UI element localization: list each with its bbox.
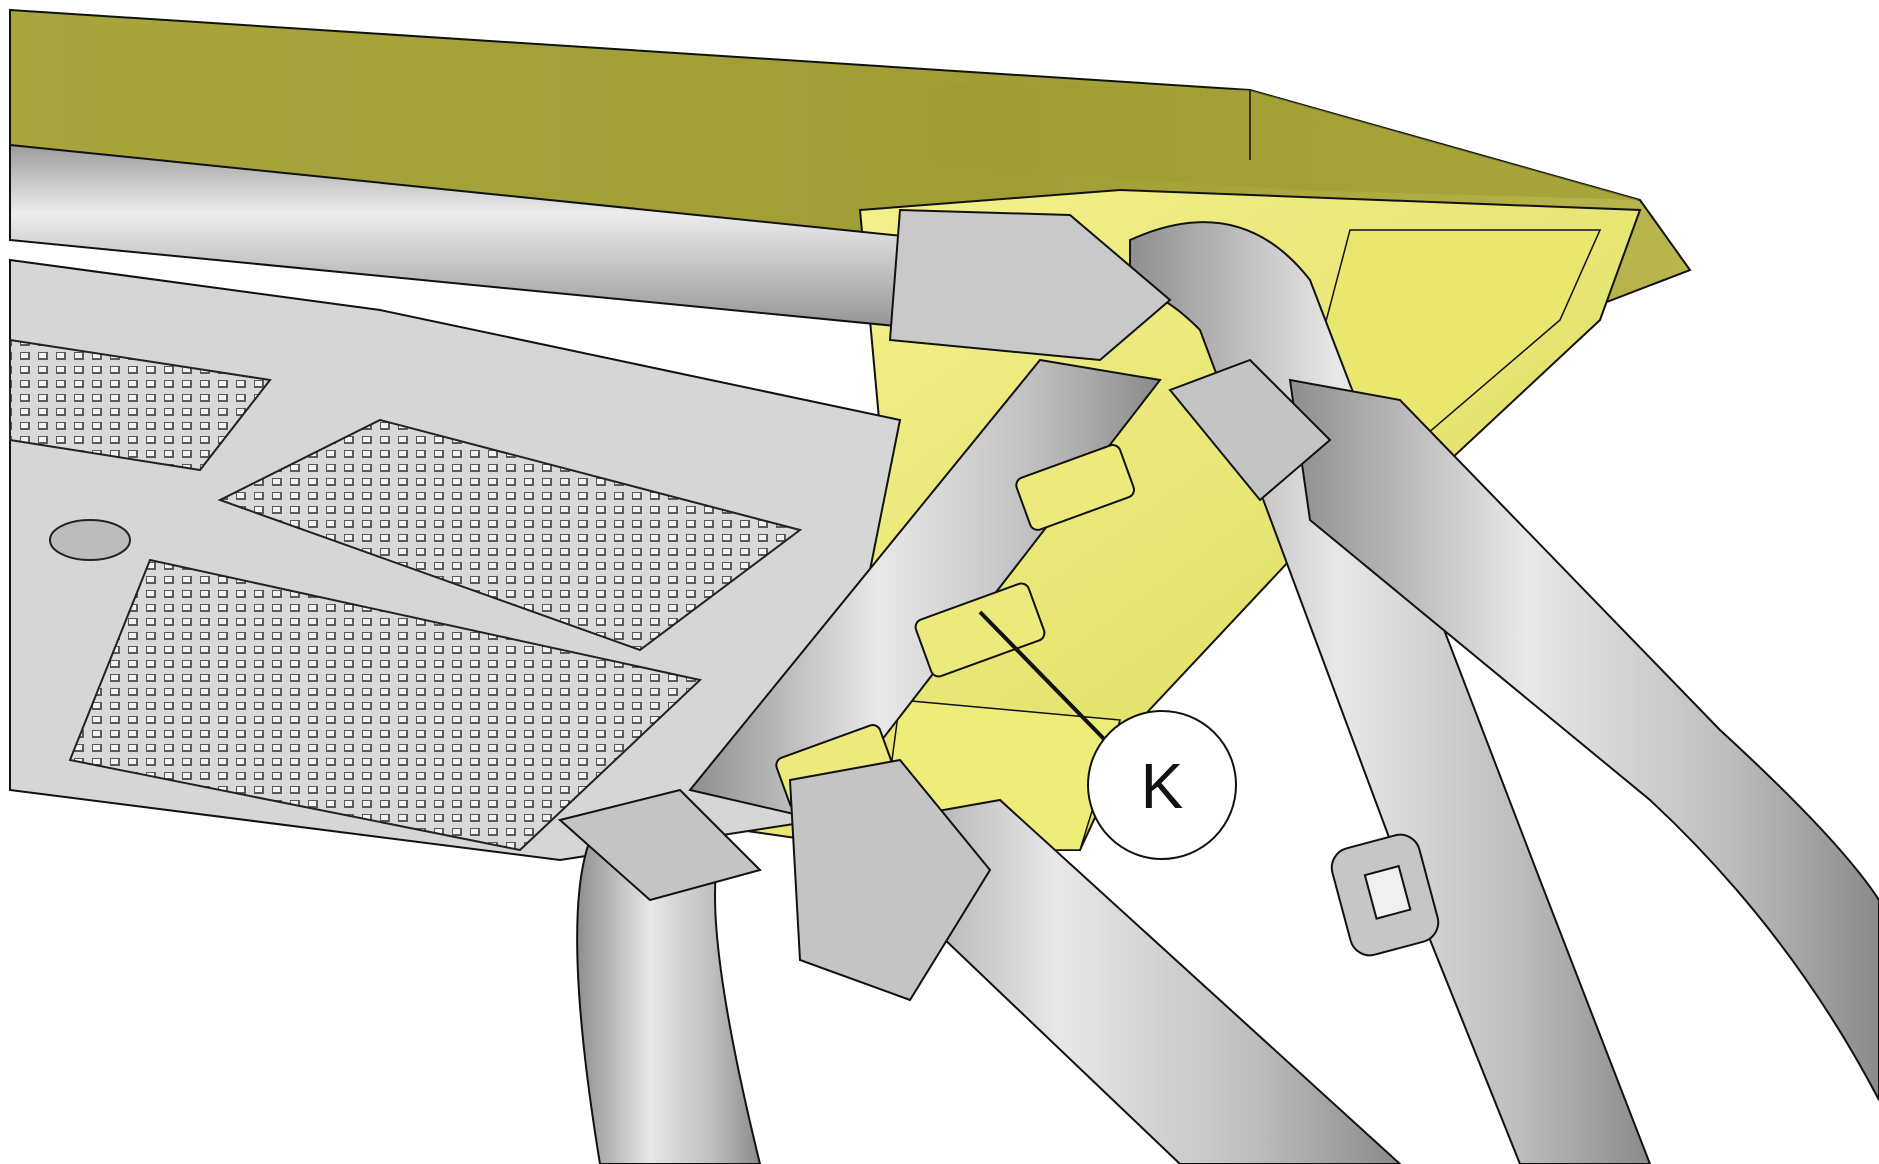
callout-k: K [978,610,1237,860]
tie-down-loop [1330,833,1440,957]
callout-circle [1087,710,1237,860]
callout-label: K [1141,750,1184,822]
callout-leader-line [978,610,1107,742]
mounting-brackets [557,208,1440,1002]
